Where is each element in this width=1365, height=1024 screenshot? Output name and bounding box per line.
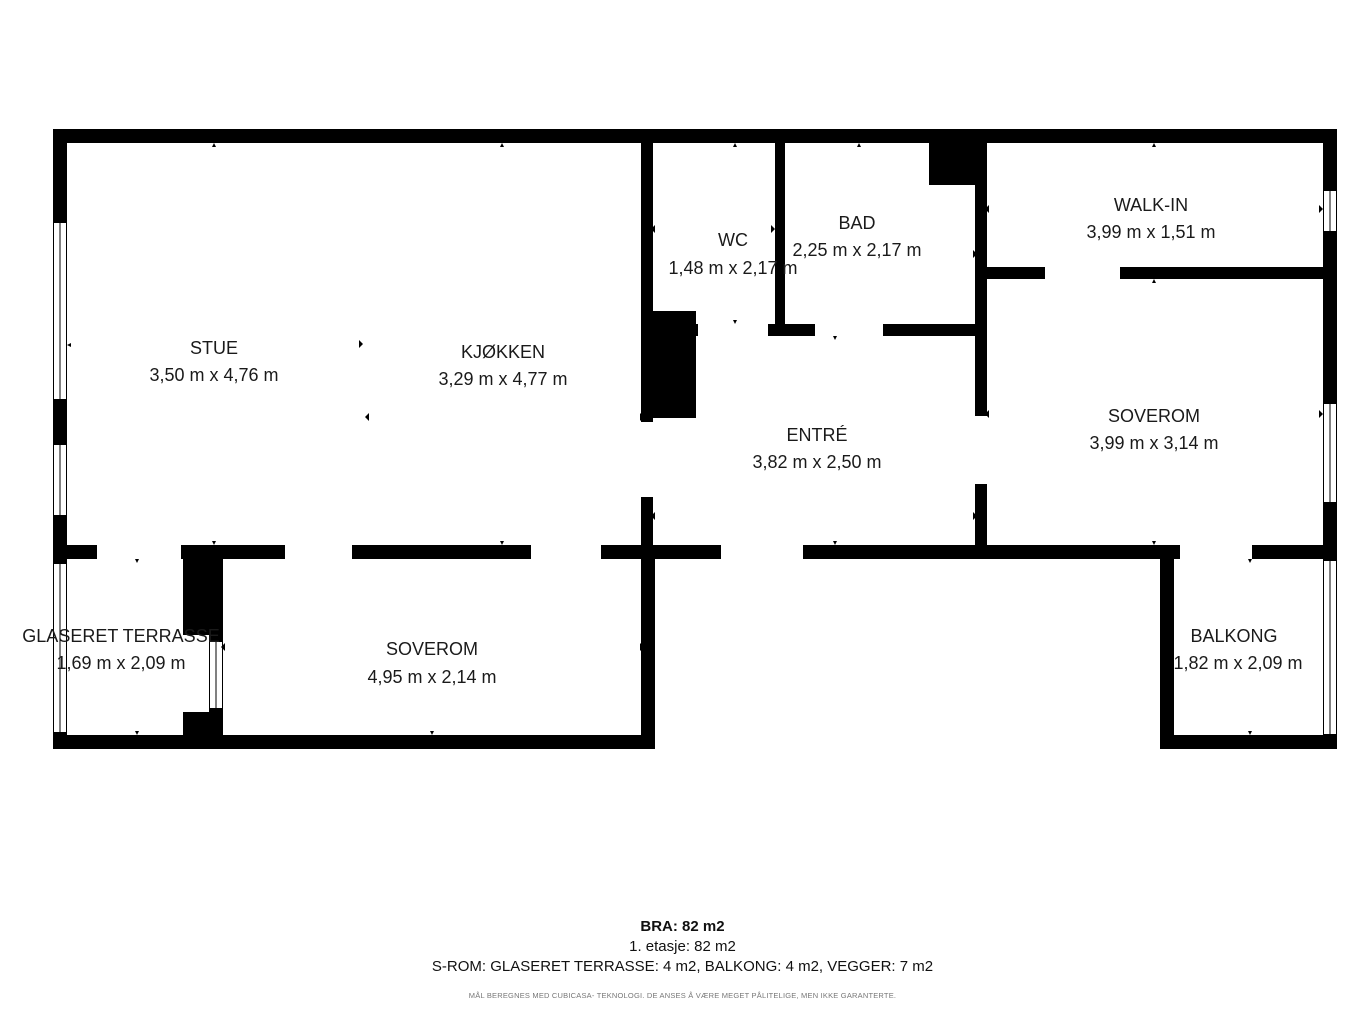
room-dim-wc: 1,48 m x 2,17 m (668, 258, 797, 278)
room-name-walkin: WALK-IN (1114, 195, 1188, 215)
wall-balkong-bottom (1160, 735, 1337, 749)
shaft-entre (641, 311, 696, 418)
room-dim-bad: 2,25 m x 2,17 m (792, 240, 921, 260)
room-name-balkong: BALKONG (1190, 626, 1277, 646)
wall-walkin-soverom (975, 267, 1337, 279)
wall-balkong-left (1160, 547, 1174, 749)
wall-top (53, 129, 1337, 143)
door-entre (721, 545, 803, 559)
wall-bottom-left (53, 735, 655, 749)
floor-area: 1. etasje: 82 m2 (629, 938, 736, 955)
room-name-soverom-1: SOVEROM (1108, 406, 1200, 426)
room-name-kjokken: KJØKKEN (461, 342, 545, 362)
door-entre-soverom (975, 416, 987, 484)
door-soverom2-a (285, 545, 352, 559)
room-dim-soverom-1: 3,99 m x 3,14 m (1089, 433, 1218, 453)
room-name-stue: STUE (190, 338, 238, 358)
door-wc (698, 324, 768, 336)
wall-bottom-mid-divider (641, 547, 655, 749)
total-area: BRA: 82 m2 (640, 918, 725, 935)
room-dim-walkin: 3,99 m x 1,51 m (1086, 222, 1215, 242)
door-kitchen-entre (641, 422, 653, 497)
disclaimer: MÅL BEREGNES MED CUBICASA- TEKNOLOGI. DE… (468, 991, 897, 1000)
door-balkong (1180, 545, 1252, 559)
shaft-bad (929, 129, 987, 185)
wall-mid-horizontal (53, 545, 1337, 559)
window-panes (53, 190, 1337, 735)
door-bad (815, 324, 883, 336)
room-name-wc: WC (718, 230, 748, 250)
room-dim-balkong: 1,82 m x 2,09 m (1173, 653, 1302, 673)
dimension-markers (67, 143, 1323, 735)
door-walkin (1045, 267, 1120, 279)
door-soverom2-b (531, 545, 601, 559)
room-dim-kjokken: 3,29 m x 4,77 m (438, 369, 567, 389)
room-dim-soverom-2: 4,95 m x 2,14 m (367, 667, 496, 687)
wall-wc-bad (775, 129, 785, 334)
room-name-terrasse: GLASERET TERRASSE (22, 626, 219, 646)
room-name-entre: ENTRÉ (786, 425, 847, 445)
secondary-rooms-area: S-ROM: GLASERET TERRASSE: 4 m2, BALKONG:… (431, 958, 934, 975)
wall-bad-walkin (975, 129, 987, 554)
door-terrasse (97, 545, 181, 559)
room-name-bad: BAD (838, 213, 875, 233)
room-labels: STUE 3,50 m x 4,76 m KJØKKEN 3,29 m x 4,… (22, 195, 1302, 687)
room-name-soverom-2: SOVEROM (386, 639, 478, 659)
room-dim-stue: 3,50 m x 4,76 m (149, 365, 278, 385)
room-dim-entre: 3,82 m x 2,50 m (752, 452, 881, 472)
room-dim-terrasse: 1,69 m x 2,09 m (56, 653, 185, 673)
